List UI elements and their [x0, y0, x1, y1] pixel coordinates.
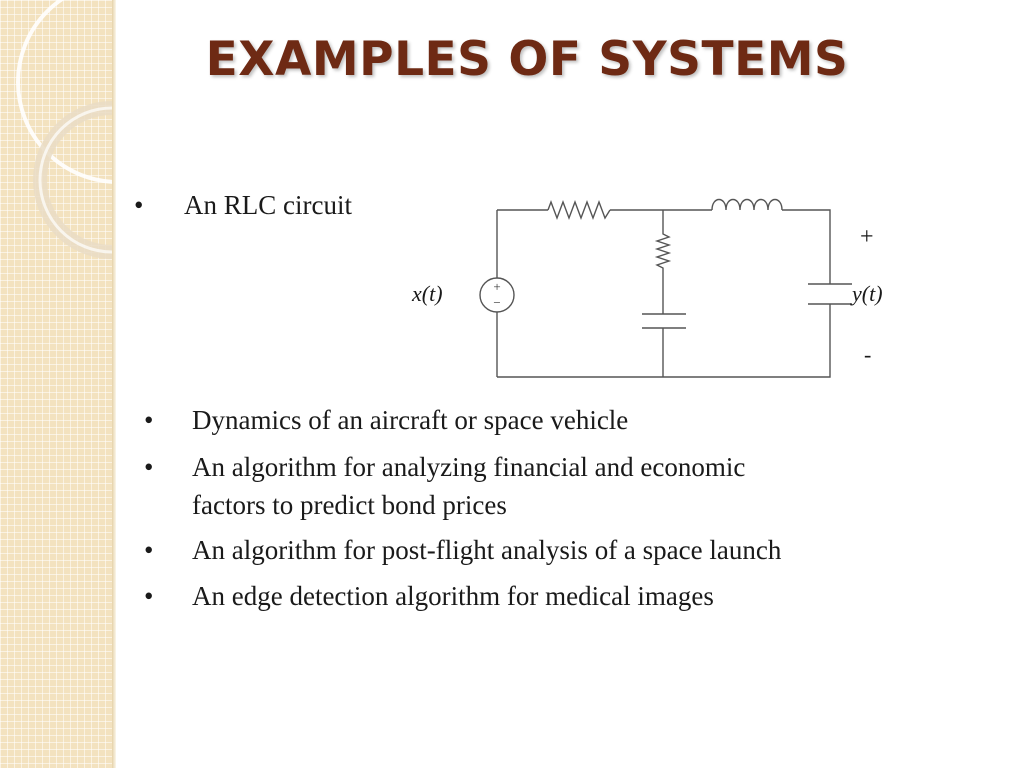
bullet-text: An RLC circuit: [184, 190, 352, 220]
wire: [497, 304, 831, 378]
bullet-marker: •: [144, 452, 154, 482]
bullet-text: An edge detection algorithm for medical …: [192, 581, 714, 611]
source-plus-sign: +: [493, 279, 500, 294]
bullet-marker: •: [144, 581, 154, 611]
source-minus-sign: −: [493, 295, 500, 310]
decorative-rings: [16, 0, 112, 259]
output-plus-label: +: [860, 224, 874, 250]
wire: [782, 209, 831, 284]
input-label: x(t): [411, 281, 443, 306]
bullet-text: An algorithm for analyzing financial and…: [192, 452, 746, 482]
bullet-text-continuation: factors to predict bond prices: [192, 490, 507, 520]
output-minus-label: -: [864, 342, 871, 367]
series-resistor: [547, 200, 611, 220]
bullet-marker: •: [144, 535, 154, 565]
output-label: y(t): [850, 281, 883, 306]
inductor: [711, 198, 783, 211]
bullet-marker: •: [134, 190, 144, 220]
bullet-text: Dynamics of an aircraft or space vehicle: [192, 405, 629, 435]
ring-large: [16, 0, 112, 184]
page-title: EXAMPLES OF SYSTEMS: [205, 32, 849, 87]
sidebar-decoration: [0, 0, 112, 768]
shunt-resistor: [654, 210, 672, 314]
ring-small-highlight: [38, 106, 112, 254]
bullet-marker: •: [144, 405, 154, 435]
bullet-text: An algorithm for post-flight analysis of…: [192, 535, 782, 565]
sidebar-edge: [112, 0, 116, 768]
rlc-circuit-diagram: + − x(t) y(t) + -: [411, 198, 883, 378]
